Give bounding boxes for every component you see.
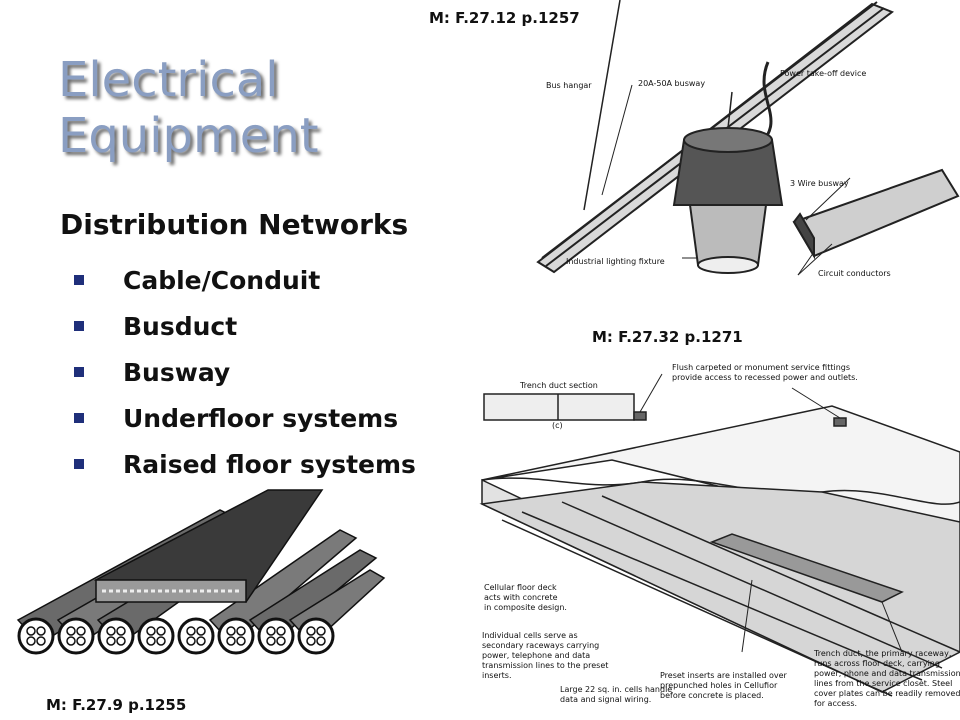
label-deck-1: Cellular floor deck xyxy=(484,583,557,592)
bullet-text: Busway xyxy=(123,357,231,387)
label-circuit-conductors: Circuit conductors xyxy=(818,269,891,278)
cable-conductor xyxy=(186,636,196,646)
label-trench-duct-6: for access. xyxy=(814,699,857,708)
label-large-cells-2: data and signal wiring. xyxy=(560,695,651,704)
bullet-text: Underfloor systems xyxy=(123,403,399,433)
cable-conductor xyxy=(226,626,236,636)
cable-conductor xyxy=(106,626,116,636)
bullet-text: Cable/Conduit xyxy=(123,265,321,295)
cable-conductor xyxy=(66,636,76,646)
caption-cable: M: F.27.9 p.1255 xyxy=(46,696,187,714)
cable-end xyxy=(177,617,215,655)
label-trench-duct-2: runs across floor deck, carrying xyxy=(814,659,940,668)
caption-busway: M: F.27.12 p.1257 xyxy=(429,9,580,27)
label-preset-1: Preset inserts are installed over xyxy=(660,671,788,680)
cable-conductor xyxy=(186,626,196,636)
label-fittings-1: Flush carpeted or monument service fitti… xyxy=(672,363,850,372)
label-trench-duct-5: cover plates can be readily removed xyxy=(814,689,960,698)
cable-conductor xyxy=(146,626,156,636)
cable-conductor xyxy=(196,636,206,646)
label-deck-3: in composite design. xyxy=(484,603,567,612)
label-cells-5: inserts. xyxy=(482,671,512,680)
bullet-item: Busduct xyxy=(74,303,416,349)
bullet-item: Underfloor systems xyxy=(74,395,416,441)
label-large-cells-1: Large 22 sq. in. cells handle xyxy=(560,685,672,694)
cable-conductor xyxy=(276,636,286,646)
label-cells-2: secondary raceways carrying xyxy=(482,641,599,650)
cable-end xyxy=(137,617,175,655)
underfloor-illustration: Trench duct section (c) Flush carpeted o… xyxy=(479,363,960,708)
label-cells-1: Individual cells serve as xyxy=(482,631,578,640)
cable-end xyxy=(297,617,335,655)
square-bullet-icon xyxy=(74,413,84,423)
bullet-item: Raised floor systems xyxy=(74,441,416,487)
cable-end xyxy=(57,617,95,655)
cable-conductor xyxy=(146,636,156,646)
bullet-item: Cable/Conduit xyxy=(74,257,416,303)
square-bullet-icon xyxy=(74,367,84,377)
bullet-item: Busway xyxy=(74,349,416,395)
cable-end xyxy=(217,617,255,655)
cable-conductor xyxy=(236,626,246,636)
cable-conductor xyxy=(106,636,116,646)
cable-end xyxy=(17,617,55,655)
cable-conductor xyxy=(316,636,326,646)
subtitle: Distribution Networks xyxy=(60,208,409,241)
cable-conductor xyxy=(66,626,76,636)
square-bullet-icon xyxy=(74,459,84,469)
cable-conductor xyxy=(116,636,126,646)
cable-conductor xyxy=(76,626,86,636)
cable-conductor xyxy=(236,636,246,646)
cable-end xyxy=(257,617,295,655)
cable-conductor xyxy=(196,626,206,636)
label-trench-section: Trench duct section xyxy=(519,381,598,390)
cable-conductor xyxy=(36,636,46,646)
title-line-1: Electrical xyxy=(58,52,279,108)
cable-conductor xyxy=(306,636,316,646)
cable-conductor xyxy=(156,636,166,646)
title-line-2: Equipment xyxy=(58,108,319,164)
caption-underfloor: M: F.27.32 p.1271 xyxy=(592,328,743,346)
cable-conductor xyxy=(306,626,316,636)
bullet-text: Raised floor systems xyxy=(123,449,416,479)
cable-conductor xyxy=(276,626,286,636)
cable-conductor xyxy=(36,626,46,636)
square-bullet-icon xyxy=(74,275,84,285)
label-preset-3: before concrete is placed. xyxy=(660,691,764,700)
cable-conductor xyxy=(76,636,86,646)
label-trench-duct-4: lines from the service closet. Steel xyxy=(814,679,952,688)
label-cells-3: power, telephone and data xyxy=(482,651,590,660)
cable-ends xyxy=(17,617,335,655)
cable-conductor xyxy=(116,626,126,636)
cable-conductor xyxy=(156,626,166,636)
label-deck-2: acts with concrete xyxy=(484,593,558,602)
label-trench-duct-1: Trench duct, the primary raceway, xyxy=(813,649,951,658)
label-busway-rating: 20A-50A busway xyxy=(638,79,705,88)
label-cells-4: transmission lines to the preset xyxy=(482,661,608,670)
label-bus-hangar: Bus hangar xyxy=(546,81,592,90)
bullet-text: Busduct xyxy=(123,311,238,341)
cable-conductor xyxy=(26,636,36,646)
busway-illustration: Bus hangar 20A-50A busway Power take-off… xyxy=(536,0,960,278)
cable-conductor xyxy=(26,626,36,636)
label-section-tag: (c) xyxy=(552,421,563,430)
slide-title: Electrical Equipment xyxy=(58,52,319,164)
cable-conductor xyxy=(226,636,236,646)
label-trench-duct-3: power, phone and data transmission xyxy=(814,669,960,678)
cable-busduct-illustration xyxy=(16,489,386,655)
cable-conductor xyxy=(266,636,276,646)
square-bullet-icon xyxy=(74,321,84,331)
label-power-takeoff: Power take-off device xyxy=(780,69,866,78)
label-preset-2: prepunched holes in Cellufior xyxy=(660,681,778,690)
bullet-list: Cable/Conduit Busduct Busway Underfloor … xyxy=(74,257,416,487)
cable-conductor xyxy=(316,626,326,636)
cable-end xyxy=(97,617,135,655)
label-fittings-2: provide access to recessed power and out… xyxy=(672,373,858,382)
label-lighting-fixture: Industrial lighting fixture xyxy=(566,257,665,266)
cable-conductor xyxy=(266,626,276,636)
label-three-wire-busway: 3 Wire busway xyxy=(790,179,849,188)
